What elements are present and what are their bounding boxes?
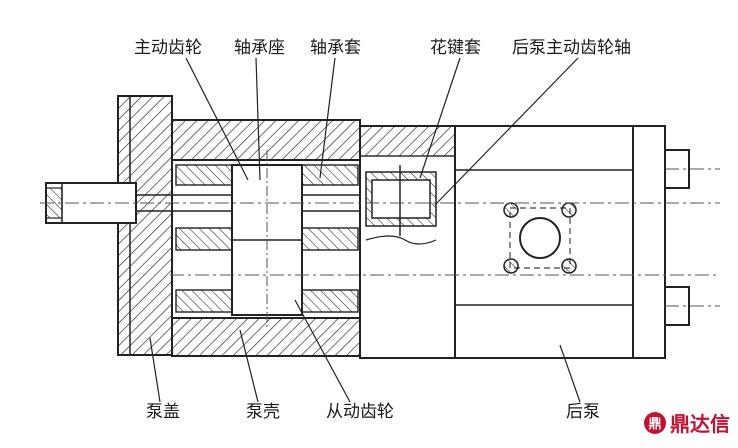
label-drive-gear: 主动齿轮: [134, 38, 202, 58]
label-driven-gear: 从动齿轮: [326, 402, 394, 422]
label-rear-pump: 后泵: [566, 402, 600, 422]
watermark-text: 鼎达信: [670, 412, 730, 436]
label-bearing-sleeve: 轴承套: [310, 38, 361, 58]
bolt-circle: [503, 202, 577, 274]
spline-sleeve-part: [365, 165, 437, 245]
rear-pump-part: [359, 125, 690, 359]
watermark: 鼎 鼎达信: [644, 408, 730, 437]
leader-lines: [149, 57, 581, 403]
label-rear-drive-shaft: 后泵主动齿轮轴: [512, 38, 631, 58]
label-pump-cover: 泵盖: [146, 402, 180, 422]
center-lines: [40, 168, 720, 307]
watermark-logo: 鼎: [644, 411, 666, 434]
pump-cover-part: [117, 95, 173, 356]
label-bearing-seat: 轴承座: [234, 38, 285, 58]
label-pump-housing: 泵壳: [246, 402, 280, 422]
label-spline-sleeve: 花键套: [430, 38, 481, 58]
gears: [231, 150, 303, 330]
